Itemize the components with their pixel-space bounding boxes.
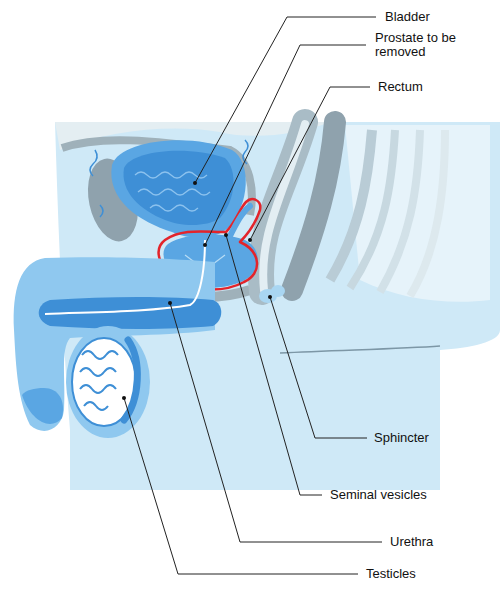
penis-shaft <box>14 257 215 431</box>
part-label: Bladder <box>385 10 495 24</box>
scrotum <box>66 326 150 438</box>
buttock-crease <box>280 346 440 353</box>
epididymis <box>124 340 137 420</box>
leader-dot <box>203 243 207 247</box>
leader-dot <box>168 301 172 305</box>
part-label: Urethra <box>390 535 490 549</box>
leader-line <box>205 45 366 245</box>
leader-line <box>170 303 382 542</box>
leader-line <box>226 235 322 495</box>
seminal-vesicle <box>230 206 250 236</box>
leader-dots <box>122 181 272 400</box>
vertebra <box>380 130 420 292</box>
urethra-line <box>45 240 205 314</box>
glans <box>22 388 63 424</box>
part-label: Seminal vesicles <box>330 488 490 502</box>
bladder-inner <box>123 151 233 225</box>
leader-line <box>270 297 367 438</box>
spine <box>330 125 490 302</box>
leader-line <box>250 87 370 240</box>
testis-texture <box>80 351 118 410</box>
part-label: Testicles <box>366 567 486 581</box>
leader-dot <box>122 396 126 400</box>
rectum-lumen <box>263 124 305 290</box>
sphincter-muscle <box>271 285 285 297</box>
part-label: Rectum <box>378 80 488 94</box>
sphincter <box>259 285 285 303</box>
part-label: Prostate to be removed <box>375 31 471 59</box>
vertebra <box>410 130 445 296</box>
bladder-texture <box>135 172 210 211</box>
leader-line <box>124 398 358 574</box>
leader-line <box>195 17 376 183</box>
leader-dot <box>224 233 228 237</box>
vertebra <box>350 130 395 288</box>
bladder-wall <box>111 140 246 237</box>
bladder <box>90 140 248 238</box>
leader-dot <box>268 295 272 299</box>
leader-dot <box>248 238 252 242</box>
testicle <box>66 326 150 438</box>
part-label: Sphincter <box>374 431 484 445</box>
leader-dot <box>193 181 197 185</box>
